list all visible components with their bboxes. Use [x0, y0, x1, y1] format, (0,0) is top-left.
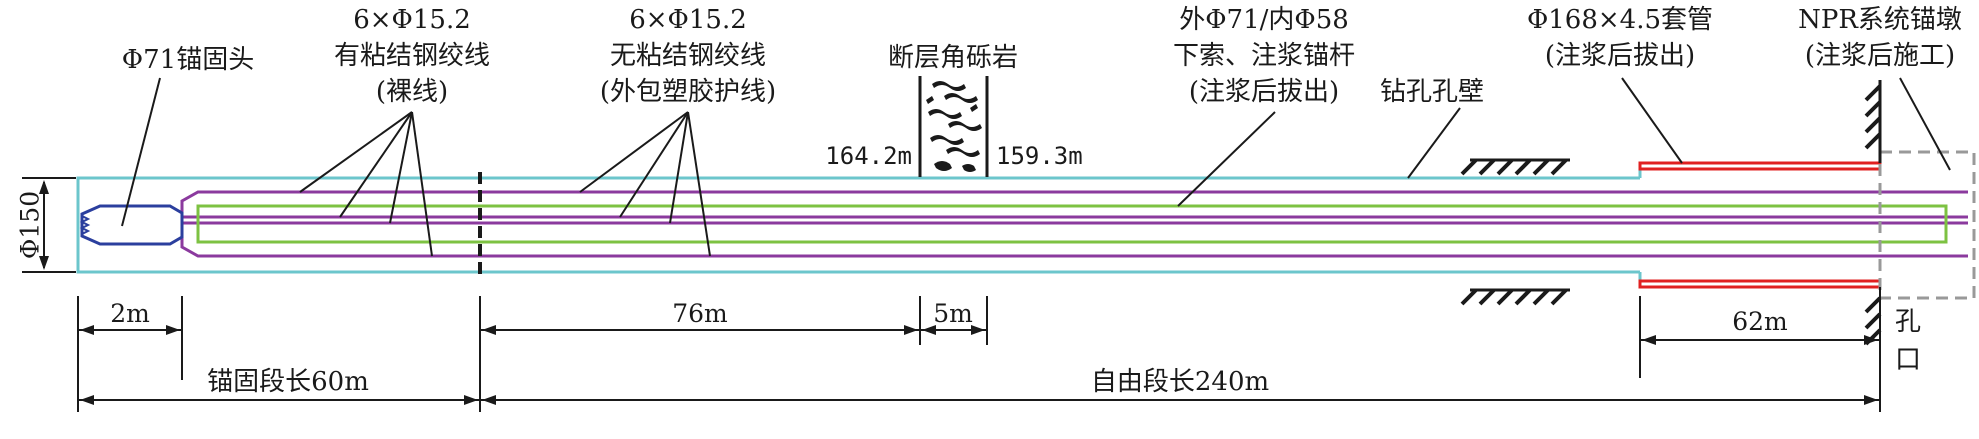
- rock-hatching: [1460, 158, 1570, 306]
- label-unbonded-strand-spec: 6×Φ15.2: [629, 5, 747, 35]
- label-depth-left: 164.2m: [825, 142, 912, 170]
- fault-breccia-zone: [918, 76, 989, 177]
- anchor-head: [79, 204, 184, 246]
- label-unbonded-strand-note: (外包塑胶护线): [600, 77, 776, 107]
- hole-mouth-wall: [1864, 80, 1882, 400]
- dim-76m: 76m: [672, 299, 728, 328]
- label-anchor-head: Φ71锚固头: [122, 45, 254, 75]
- borehole-wall: [76, 164, 1880, 286]
- leader-lines: [121, 77, 1951, 257]
- label-depth-right: 159.3m: [996, 142, 1083, 170]
- dim-free-section: 自由段长240m: [1091, 367, 1269, 397]
- dimension-arrows: [80, 325, 1878, 405]
- dim-62m: 62m: [1732, 307, 1788, 336]
- label-hole-mouth-2: 口: [1895, 345, 1921, 375]
- dim-2m: 2m: [110, 299, 150, 328]
- casing-pipe: [1638, 161, 1882, 289]
- steel-strands: [180, 190, 1968, 258]
- label-bonded-strand-name: 有粘结钢绞线: [334, 41, 490, 71]
- label-bonded-strand-note: (裸线): [376, 77, 448, 107]
- label-rod-note: (注浆后拔出): [1189, 77, 1339, 107]
- npr-anchor-pier: [1878, 150, 1976, 300]
- label-diameter: Φ150: [16, 191, 45, 259]
- label-hole-wall: 钻孔孔壁: [1380, 77, 1484, 107]
- label-casing-note: (注浆后拔出): [1545, 41, 1695, 71]
- grouting-rod: [196, 204, 1948, 244]
- dim-anchor-section: 锚固段长60m: [207, 367, 369, 397]
- label-npr-note: (注浆后施工): [1805, 41, 1955, 71]
- diameter-dimension: [22, 177, 76, 273]
- dim-5m: 5m: [933, 299, 973, 328]
- length-dimensions: [77, 296, 1881, 412]
- label-casing-spec: Φ168×4.5套管: [1527, 5, 1713, 35]
- label-bonded-strand-spec: 6×Φ15.2: [353, 5, 471, 35]
- label-rod-spec: 外Φ71/内Φ58: [1179, 5, 1349, 35]
- label-unbonded-strand-name: 无粘结钢绞线: [610, 41, 766, 71]
- label-npr-pier: NPR系统锚墩: [1798, 5, 1962, 35]
- label-rod-name: 下索、注浆锚杆: [1173, 41, 1355, 71]
- label-hole-mouth-1: 孔: [1895, 307, 1921, 337]
- label-fault-breccia: 断层角砾岩: [888, 43, 1018, 73]
